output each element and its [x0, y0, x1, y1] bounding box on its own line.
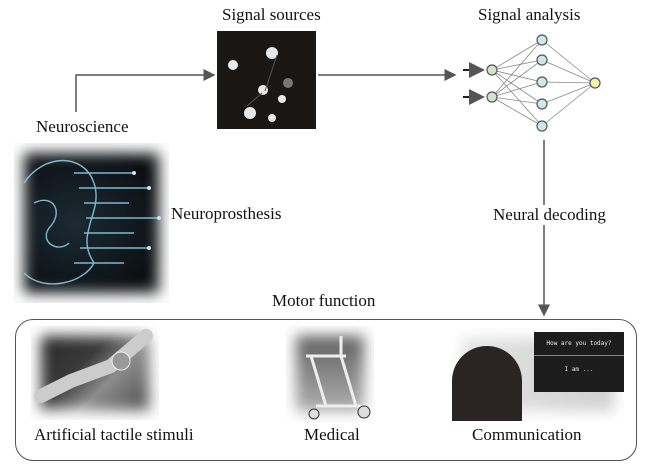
input-node: [486, 91, 498, 103]
neuroscience-label: Neuroscience: [36, 117, 129, 136]
output-node: [589, 77, 601, 89]
hidden-node: [536, 76, 548, 88]
arrow-neuroscience-to-sources: [75, 69, 216, 112]
bci-communication-image: How are you today? I am ...: [452, 328, 624, 421]
hidden-node: [536, 120, 548, 132]
brain-circuit-image: [14, 143, 169, 303]
artificial-tactile-stimuli-label: Artificial tactile stimuli: [34, 425, 194, 444]
neural-decoding-label: Neural decoding: [493, 205, 606, 225]
hidden-node: [536, 54, 548, 66]
robotic-arm-image: [31, 326, 159, 420]
motor-function-label: Motor function: [272, 291, 376, 310]
communication-label: Communication: [472, 425, 582, 444]
medical-label: Medical: [304, 425, 360, 444]
neuroprosthesis-label: Neuroprosthesis: [171, 204, 282, 223]
wheelchair-image: [286, 326, 374, 422]
signal-analysis-label: Signal analysis: [478, 5, 581, 24]
hidden-node: [536, 98, 548, 110]
signal-sources-image: [217, 31, 316, 129]
screen: How are you today? I am ...: [534, 332, 624, 392]
hidden-node: [536, 34, 548, 46]
motor-function-applications-box: [15, 319, 637, 461]
input-node: [486, 64, 498, 76]
signal-sources-label: Signal sources: [222, 5, 321, 24]
neural-network-diagram: [463, 34, 601, 132]
